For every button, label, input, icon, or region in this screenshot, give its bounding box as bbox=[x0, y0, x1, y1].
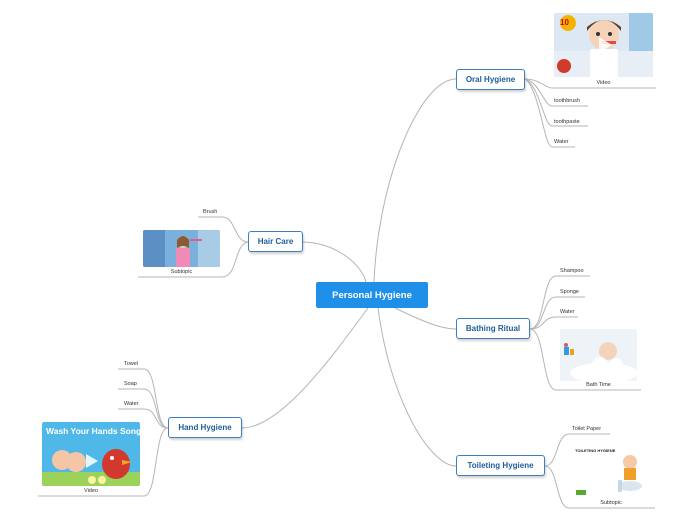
hand-video-title: Wash Your Hands Song bbox=[46, 426, 140, 436]
hand-video-illustration bbox=[42, 422, 140, 486]
connector-bathing bbox=[394, 307, 457, 330]
bathing-image-caption: Bath Time bbox=[586, 382, 611, 388]
connector-hand bbox=[241, 307, 369, 429]
toileting-item-toilet-paper[interactable]: Toilet Paper bbox=[572, 426, 602, 432]
hand-item-soap[interactable]: Soap bbox=[124, 381, 137, 387]
hand-video-thumbnail[interactable]: Wash Your Hands Song bbox=[42, 422, 140, 486]
bathing-item-shampoo[interactable]: Shampoo bbox=[560, 268, 584, 274]
topic-oral-hygiene[interactable]: Oral Hygiene bbox=[456, 69, 525, 90]
root-topic[interactable]: Personal Hygiene bbox=[316, 282, 428, 308]
topic-hand-hygiene-label: Hand Hygiene bbox=[178, 423, 232, 432]
topic-bathing-ritual-label: Bathing Ritual bbox=[465, 324, 521, 333]
hair-image-thumbnail[interactable] bbox=[143, 230, 220, 267]
hand-video-caption: Video bbox=[84, 488, 98, 494]
bathing-image-thumbnail[interactable] bbox=[560, 329, 637, 381]
oral-video-badge: 10 bbox=[560, 18, 569, 27]
toileting-image-title: TOILETING HYGIENE bbox=[575, 448, 616, 453]
oral-item-toothbrush[interactable]: toothbrush bbox=[554, 98, 580, 104]
connector-toileting bbox=[377, 307, 457, 467]
topic-oral-hygiene-label: Oral Hygiene bbox=[465, 75, 516, 84]
topic-toileting-hygiene-label: Toileting Hygiene bbox=[467, 461, 534, 470]
bathing-image-illustration bbox=[560, 329, 637, 381]
toileting-image-illustration bbox=[572, 446, 650, 498]
oral-video-caption: Video bbox=[596, 80, 611, 86]
toileting-image-caption: Subtopic bbox=[600, 500, 622, 506]
toileting-image-thumbnail[interactable]: TOILETING HYGIENE bbox=[572, 446, 650, 498]
connector-oral bbox=[373, 78, 457, 283]
oral-video-thumbnail[interactable]: 10 bbox=[554, 13, 653, 77]
topic-hair-care-label: Hair Care bbox=[257, 237, 294, 246]
topic-hand-hygiene[interactable]: Hand Hygiene bbox=[168, 417, 242, 438]
hair-item-brush[interactable]: Brush bbox=[203, 209, 218, 215]
topic-bathing-ritual[interactable]: Bathing Ritual bbox=[456, 318, 530, 339]
topic-toileting-hygiene[interactable]: Toileting Hygiene bbox=[456, 455, 545, 476]
oral-item-toothpaste[interactable]: toothpaste bbox=[554, 119, 580, 125]
root-topic-label: Personal Hygiene bbox=[332, 289, 412, 301]
hair-image-illustration bbox=[143, 230, 220, 267]
hand-item-towel[interactable]: Towel bbox=[124, 361, 139, 367]
connector-hair bbox=[302, 241, 367, 283]
topic-hair-care[interactable]: Hair Care bbox=[248, 231, 303, 252]
oral-item-water[interactable]: Water bbox=[554, 139, 569, 145]
bathing-item-sponge[interactable]: Sponge bbox=[560, 289, 579, 295]
hair-image-caption: Subtopic bbox=[170, 269, 193, 275]
hand-item-water[interactable]: Water bbox=[124, 401, 139, 407]
bathing-item-water[interactable]: Water bbox=[560, 309, 575, 315]
oral-video-illustration bbox=[554, 13, 653, 77]
